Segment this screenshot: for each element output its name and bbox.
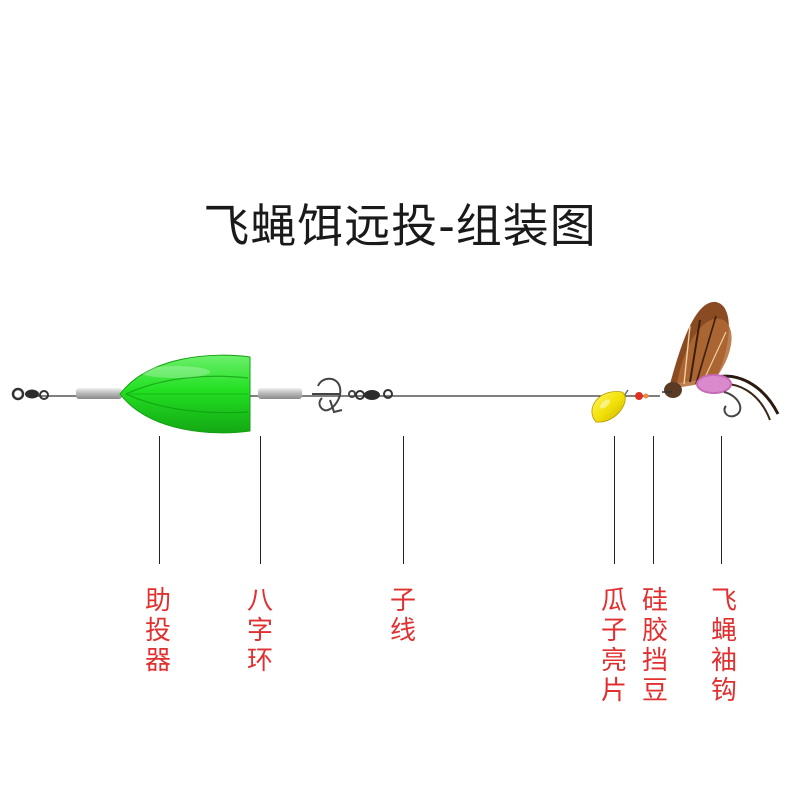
left-sleeve — [76, 388, 122, 399]
label-char: 八 — [246, 586, 273, 616]
leader-line-fly-hook — [721, 436, 722, 564]
label-char: 瓜 — [600, 586, 627, 616]
label-char: 线 — [389, 616, 416, 646]
leader-line-silicone-stopper — [653, 436, 654, 564]
label-silicone-stopper: 硅胶挡豆 — [635, 586, 675, 706]
label-char: 器 — [144, 646, 171, 676]
diagram-title: 飞蝇饵远投-组装图 — [203, 199, 597, 253]
right-sleeve — [258, 388, 302, 399]
label-char: 钩 — [710, 676, 737, 706]
label-fly-hook: 飞蝇袖钩 — [704, 586, 744, 706]
label-char: 蝇 — [710, 616, 737, 646]
label-char: 片 — [600, 676, 627, 706]
left-swivel — [11, 387, 49, 401]
label-char: 子 — [600, 616, 627, 646]
label-swivel: 八字环 — [240, 586, 280, 676]
snap-clip — [312, 377, 356, 414]
label-char: 投 — [144, 616, 171, 646]
label-char: 豆 — [641, 676, 668, 706]
leader-line-spinner-blade — [614, 436, 615, 564]
label-char: 飞 — [710, 586, 737, 616]
label-char: 助 — [144, 586, 171, 616]
leader-line-swivel — [260, 436, 261, 564]
spinner-blade-shape — [591, 389, 629, 423]
label-char: 字 — [246, 616, 273, 646]
silicone-stopper-shape — [635, 392, 643, 400]
label-casting-float: 助投器 — [138, 586, 178, 676]
leader-line-leader-line — [403, 436, 404, 564]
label-char: 硅 — [641, 586, 668, 616]
label-spinner-blade: 瓜子亮片 — [594, 586, 634, 706]
label-char: 环 — [246, 646, 273, 676]
label-char: 袖 — [710, 646, 737, 676]
fly-hook-shape — [662, 301, 780, 421]
label-char: 挡 — [641, 646, 668, 676]
label-char: 亮 — [600, 646, 627, 676]
label-char: 胶 — [641, 616, 668, 646]
casting-float-shape — [119, 354, 251, 434]
leader-line-casting-float — [159, 436, 160, 564]
label-char: 子 — [389, 586, 416, 616]
label-leader-line: 子线 — [383, 586, 423, 646]
right-swivel — [355, 389, 393, 400]
